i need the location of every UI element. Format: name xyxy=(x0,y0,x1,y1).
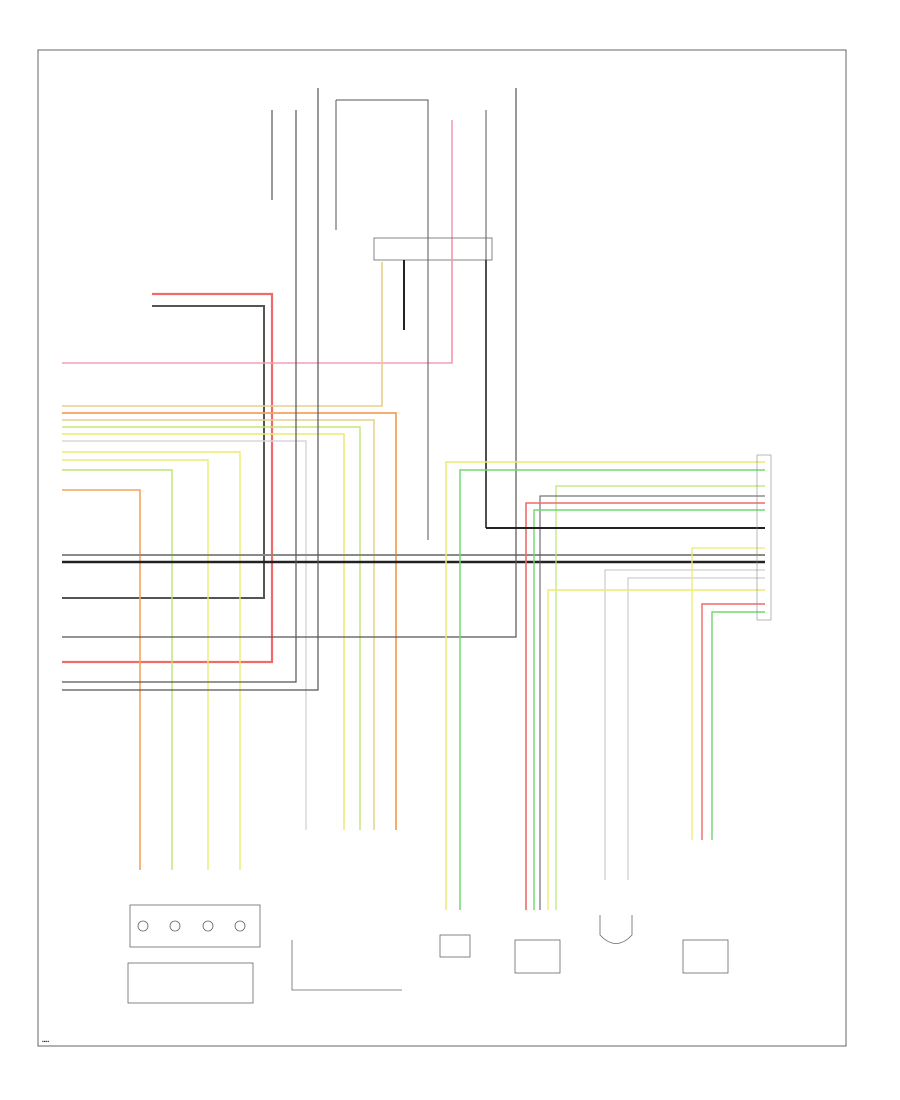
wire-orange-v xyxy=(62,489,141,870)
wire-r-yellow-3 xyxy=(691,547,765,840)
wire-r-yellow-1 xyxy=(445,461,765,910)
wire-dark-low2 xyxy=(62,110,297,683)
wire-yg-2 xyxy=(62,426,361,830)
wire-r-red-2 xyxy=(701,603,765,840)
right-connector xyxy=(756,454,772,621)
pin-3 xyxy=(202,920,214,932)
top-harness xyxy=(271,99,493,540)
wire-r-red xyxy=(525,502,765,910)
components xyxy=(127,904,729,1004)
diagram-border xyxy=(37,49,847,1047)
component-mat xyxy=(291,940,402,991)
pin-2 xyxy=(169,920,181,932)
wire-pink xyxy=(62,120,453,364)
wire-yg-5 xyxy=(62,451,241,870)
wire-r-white-2 xyxy=(627,577,765,880)
pin-1 xyxy=(137,920,149,932)
wire-r-green-3 xyxy=(711,611,765,840)
right-harness xyxy=(445,454,772,910)
component-buckle xyxy=(599,915,633,944)
wire-r-yellow-2 xyxy=(547,589,765,910)
component-sensor-c xyxy=(682,939,729,974)
wire-r-ltgreen xyxy=(555,485,765,910)
wire-r-white-1 xyxy=(604,569,765,880)
component-left-sensor xyxy=(129,904,261,948)
wire-r-green-1 xyxy=(459,469,765,910)
left-harness xyxy=(62,88,765,870)
component-left-base xyxy=(127,962,254,1004)
wire-yg-7 xyxy=(62,469,173,870)
wire-orange-h xyxy=(62,412,397,830)
corner-label: ▪▪▪▪ xyxy=(42,1039,49,1045)
wire-yg-3 xyxy=(62,433,345,830)
wire-dark-top xyxy=(62,305,265,599)
component-sensor-a xyxy=(439,934,471,958)
wire-red-top xyxy=(62,292,274,664)
wire-yg-6 xyxy=(62,459,209,870)
junction-box xyxy=(373,237,493,261)
wire-dark-low3 xyxy=(62,88,319,691)
wire-yg-1 xyxy=(62,419,375,830)
pin-4 xyxy=(234,920,246,932)
wire-r-green-2 xyxy=(533,509,765,910)
wire-yg-4 xyxy=(62,440,307,830)
wire-dark-low xyxy=(62,88,517,638)
component-sensor-b xyxy=(514,939,561,974)
wire-top-2 xyxy=(336,99,429,262)
wire-r-dark xyxy=(539,495,765,910)
wire-tan xyxy=(62,262,383,407)
